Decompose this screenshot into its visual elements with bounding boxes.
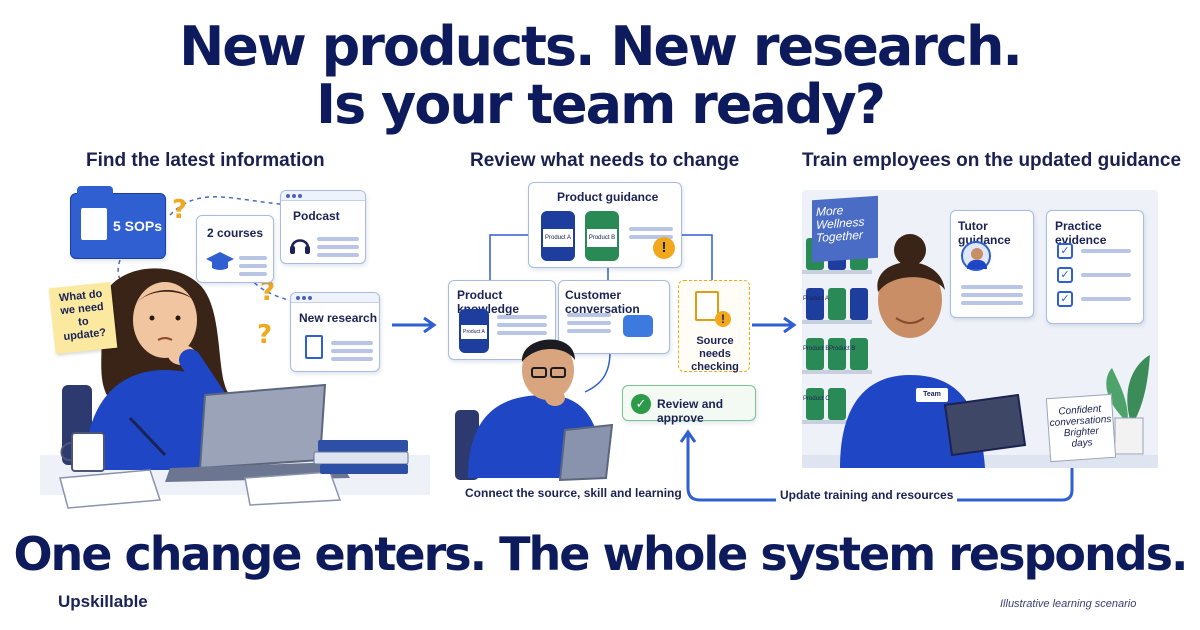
shelf-label: Product A (803, 296, 830, 302)
brand-logo[interactable]: Upskillable (58, 592, 148, 611)
name-badge: Team (916, 388, 948, 402)
section-title-train: Train employees on the updated guidance (802, 150, 1182, 171)
product-a-bottle: Product A (459, 309, 489, 353)
tutor-avatar (961, 241, 991, 271)
confident-sign: Confident conversations Brighter days (1045, 393, 1117, 463)
podcast-label: Podcast (293, 209, 340, 223)
checkbox-icon: ✓ (1057, 267, 1073, 283)
section-title-review: Review what needs to change (470, 150, 740, 171)
svg-text:?: ? (260, 277, 275, 307)
svg-text:?: ? (257, 320, 272, 350)
source-check-line-1: Source needs (696, 335, 734, 360)
shelf-label: Product B (803, 346, 830, 352)
loop-label: Update training and resources (776, 488, 958, 502)
product-b-label: Product B (587, 229, 617, 247)
section-title-find: Find the latest information (86, 150, 325, 171)
shelf-label: Product C (803, 396, 830, 402)
review-approve-label: Review and approve (657, 397, 724, 425)
product-guidance-card[interactable]: Product guidance Product A Product B ! (528, 182, 682, 268)
warning-icon: ! (653, 237, 675, 259)
source-check-line-2: checking (691, 361, 739, 373)
product-b-bottle: Product B (585, 211, 619, 261)
review-approve-button[interactable]: ✓ Review and approve (622, 385, 756, 425)
checkbox-icon: ✓ (1057, 291, 1073, 307)
wellness-banner: More Wellness Together (812, 195, 878, 263)
research-label: New research (299, 311, 378, 325)
checkbox-icon: ✓ (1057, 243, 1073, 259)
research-card[interactable]: New research (290, 292, 380, 372)
document-icon (305, 335, 323, 359)
podcast-card[interactable]: Podcast (280, 190, 366, 264)
product-a-bottle: Product A (541, 211, 575, 261)
checklist: ✓ ✓ ✓ (1057, 243, 1131, 307)
check-icon: ✓ (631, 394, 651, 414)
banner-line-3: Together (816, 227, 863, 246)
product-a-label: Product A (461, 325, 487, 339)
footnote: Illustrative learning scenario (1000, 598, 1137, 610)
section2-caption: Connect the source, skill and learning (465, 486, 682, 500)
practice-evidence-card[interactable]: Practice evidence ✓ ✓ ✓ (1046, 210, 1144, 324)
chat-bubble-icon (623, 315, 653, 337)
sops-folder[interactable]: 5 SOPs (70, 186, 166, 259)
tutor-guidance-card[interactable]: Tutor guidance (950, 210, 1034, 318)
svg-text:?: ? (172, 195, 187, 225)
headline-line-2: Is your team ready? (315, 73, 886, 136)
product-a-label: Product A (543, 229, 573, 247)
headline-line-1: New products. New research. (179, 15, 1023, 78)
customer-conversation-label: Customer conversation (565, 288, 640, 316)
customer-conversation-card[interactable]: Customer conversation (558, 280, 670, 354)
source-check-card[interactable]: ! Source needs checking (678, 280, 750, 373)
shelf-label: Product B (829, 346, 856, 352)
warning-icon: ! (715, 311, 731, 327)
courses-card[interactable]: 2 courses (196, 215, 274, 283)
courses-label: 2 courses (207, 226, 264, 240)
graduation-cap-icon (206, 252, 234, 270)
sops-label: 5 SOPs (113, 218, 163, 234)
tagline: One change enters. The whole system resp… (13, 527, 1188, 581)
headphones-icon (290, 239, 310, 254)
product-guidance-label: Product guidance (557, 190, 659, 204)
document-icon (81, 208, 107, 240)
